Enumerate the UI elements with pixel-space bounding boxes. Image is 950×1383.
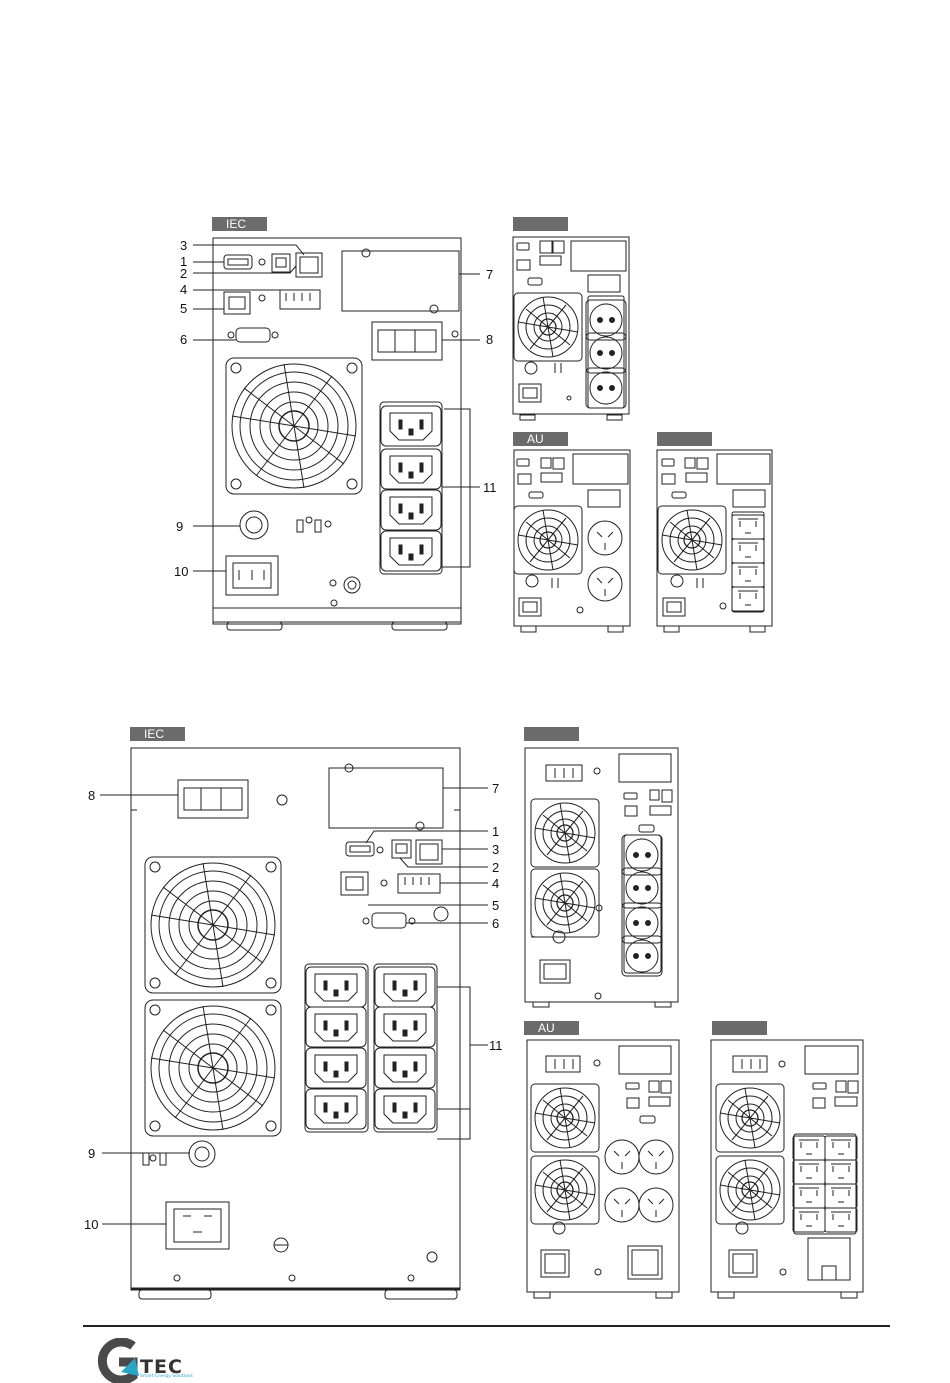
logo-tagline: Smart Energy Solutions (140, 1374, 193, 1379)
callout-11-s1: 11 (483, 480, 497, 495)
ups-rear-universal-1 (657, 450, 772, 632)
ups-rear-schuko-1 (513, 237, 629, 420)
callout-9-s1: 9 (176, 519, 183, 534)
callout-10-s1: 10 (174, 564, 188, 579)
callout-2-s2: 2 (492, 860, 499, 875)
callout-5-s1: 5 (180, 301, 187, 316)
callout-8-s1: 8 (486, 332, 493, 347)
callout-3-s2: 3 (492, 842, 499, 857)
callout-2-s1: 2 (180, 266, 187, 281)
callout-1-s2: 1 (492, 824, 499, 839)
callout-4-s1: 4 (180, 282, 187, 297)
callout-11-s2: 11 (489, 1038, 503, 1053)
ups-rear-iec-1 (213, 238, 461, 630)
ups-rear-au-2 (527, 1040, 679, 1298)
callout-7-s1: 7 (486, 267, 493, 282)
ups-rear-universal-2 (711, 1040, 863, 1298)
ups-rear-au-1 (514, 450, 630, 632)
callout-4-s2: 4 (492, 876, 499, 891)
ups-rear-schuko-2 (525, 748, 678, 1007)
callout-lines-1 (193, 245, 480, 571)
callout-5-s2: 5 (492, 898, 499, 913)
callout-7-s2: 7 (492, 781, 499, 796)
footer-divider (83, 1325, 890, 1327)
callout-6-s1: 6 (180, 332, 187, 347)
callout-10-s2: 10 (84, 1217, 98, 1232)
callout-8-s2: 8 (88, 788, 95, 803)
callout-6-s2: 6 (492, 916, 499, 931)
callout-3-s1: 3 (180, 238, 187, 253)
callout-9-s2: 9 (88, 1146, 95, 1161)
